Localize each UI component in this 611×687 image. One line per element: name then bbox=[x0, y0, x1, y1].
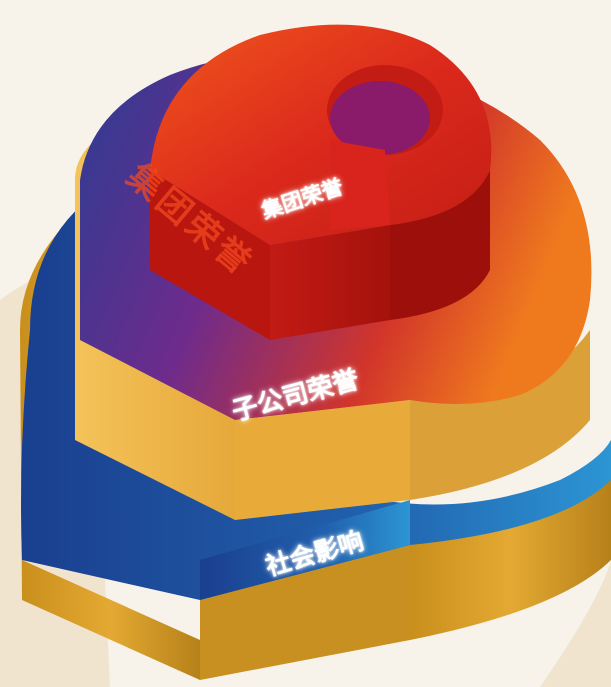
tier-top bbox=[150, 24, 492, 340]
